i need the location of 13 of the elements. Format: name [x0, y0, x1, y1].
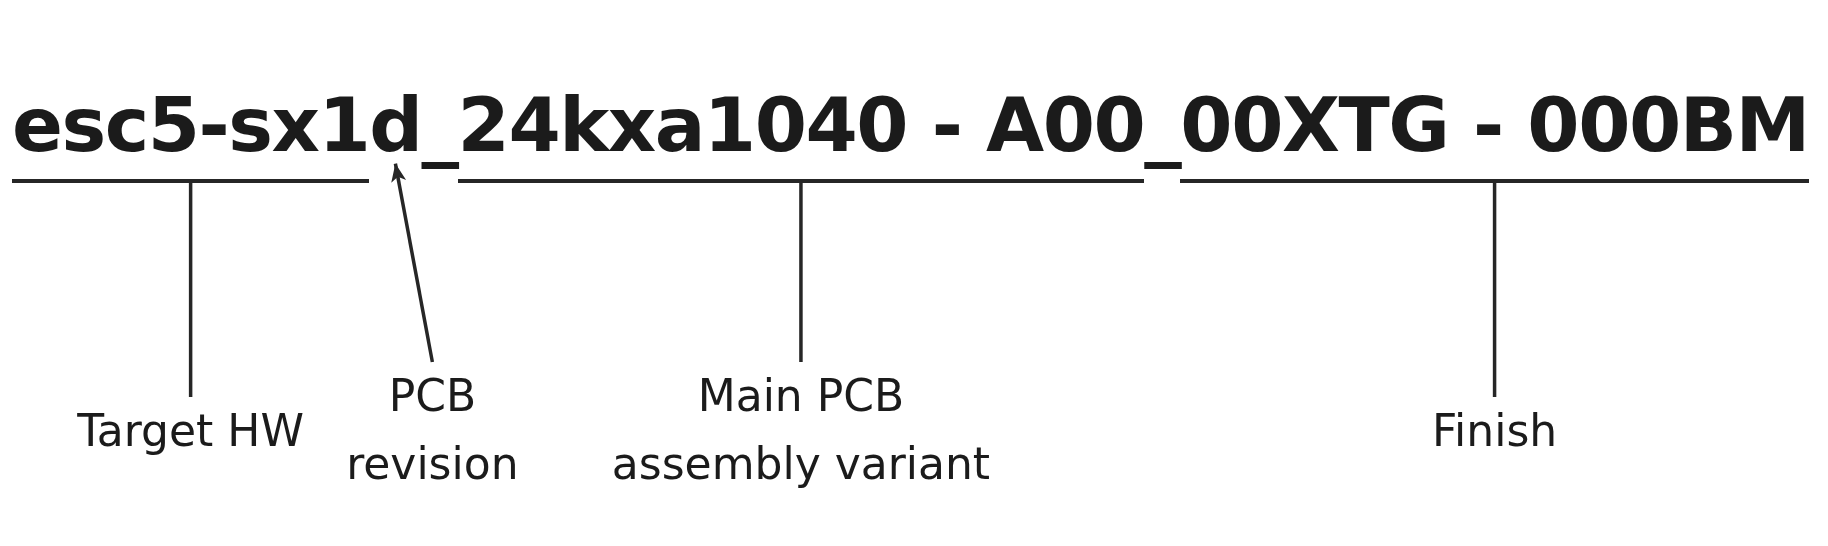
separator-text: _ — [1144, 88, 1181, 172]
leader-line — [799, 182, 803, 362]
field-label: PCB revision — [345, 362, 520, 498]
field-label: Main PCB assembly variant — [610, 362, 991, 498]
code-character: d — [369, 88, 422, 164]
leader-arrow — [391, 163, 435, 363]
leader-line — [1492, 182, 1497, 397]
field-label: Target HW — [76, 397, 305, 465]
field-label: Finish — [1431, 397, 1559, 465]
separator-text: _ — [421, 88, 458, 172]
bracketed-code-segment: 00XTG - 000BM — [1180, 88, 1809, 183]
bracketed-code-segment: esc5-sx1 — [12, 88, 370, 183]
leader-line — [188, 182, 193, 397]
